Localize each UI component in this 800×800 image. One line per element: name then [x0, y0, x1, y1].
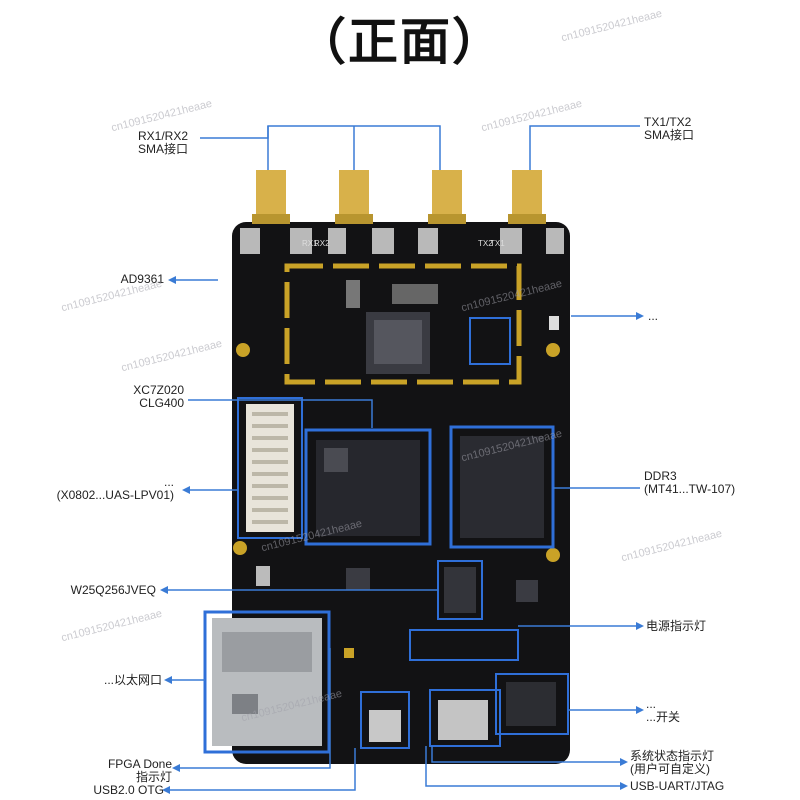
usb-otg-highlight-box	[360, 691, 410, 749]
usb-otg-port	[369, 710, 401, 742]
rf-shield-outline	[284, 263, 522, 385]
power-led-highlight-box	[409, 629, 519, 661]
label-ethernet: ...以太网口	[103, 673, 162, 687]
label-w25q256: W25Q256JVEQ	[70, 583, 156, 597]
ant-label-rx2: RX2	[314, 239, 330, 248]
ant-label-rx1: RX1	[302, 239, 318, 248]
status-led-highlight-box	[429, 689, 501, 747]
label-status-led: 系统状态指示灯(用户可自定义)	[630, 749, 715, 776]
ddr3-highlight-box	[449, 425, 555, 549]
fpc-connector	[246, 404, 294, 532]
ant-label-tx2: TX2	[478, 239, 493, 248]
label-power-switch: ......开关	[646, 697, 681, 724]
power-switch	[506, 682, 556, 726]
right-mid-box	[469, 317, 511, 365]
label-usb-otg: USB2.0 OTG	[93, 783, 164, 797]
callout-lines	[168, 125, 640, 791]
mounting-hole	[236, 343, 250, 357]
page-title: （正面）	[296, 13, 504, 71]
label-ddr3: DDR3(MT41...TW-107)	[644, 469, 736, 496]
usb-uart-port	[438, 700, 488, 740]
ant-label-tx1: TX1	[490, 239, 505, 248]
ethernet-highlight-box	[203, 610, 331, 754]
sma-connector-2	[335, 170, 373, 224]
fpc-highlight-box	[237, 397, 303, 539]
w25q-chip	[444, 567, 476, 613]
label-fpc-connector: ...(X0802...UAS-LPV01)	[56, 475, 174, 502]
mounting-hole	[546, 548, 560, 562]
mounting-hole	[546, 343, 560, 357]
label-usb-uart: USB-UART/JTAG	[630, 779, 725, 793]
xc7z020-highlight-box	[304, 428, 432, 546]
callout-arrowheads	[160, 276, 644, 794]
label-power-led: 电源指示灯	[646, 619, 707, 633]
label-ad9361: AD9361	[120, 272, 164, 286]
sma-connector-1	[252, 170, 290, 224]
mounting-hole	[233, 541, 247, 555]
power-switch-highlight-box	[495, 673, 569, 735]
sma-connector-4	[508, 170, 546, 224]
label-right-mid: ...	[648, 309, 659, 323]
sma-connector-3	[428, 170, 466, 224]
ddr3-chip	[460, 436, 544, 538]
